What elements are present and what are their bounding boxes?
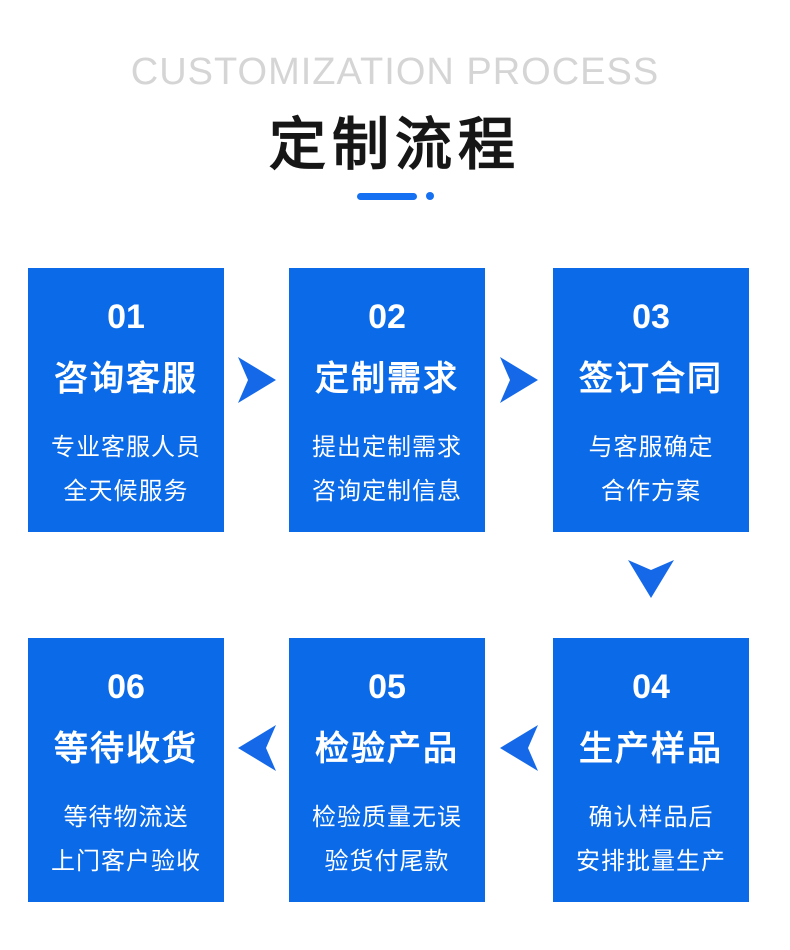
step-title: 咨询客服 — [54, 360, 198, 398]
step-description-line: 验货付尾款 — [324, 848, 450, 875]
step-number: 03 — [632, 298, 670, 336]
step-title: 生产样品 — [579, 730, 723, 768]
step-description: 专业客服人员 全天候服务 — [28, 426, 224, 514]
step-description-line: 提出定制需求 — [312, 434, 462, 461]
step-title: 检验产品 — [315, 730, 459, 768]
step-number: 02 — [368, 298, 406, 336]
step-card-4: 04 生产样品 确认样品后 安排批量生产 — [553, 638, 749, 902]
step-description-line: 等待物流送 — [63, 804, 189, 831]
step-card-2: 02 定制需求 提出定制需求 咨询定制信息 — [289, 268, 485, 532]
section-title-en: CUSTOMIZATION PROCESS — [130, 51, 660, 93]
step-description-line: 合作方案 — [601, 478, 701, 505]
step-card-3: 03 签订合同 与客服确定 合作方案 — [553, 268, 749, 532]
step-number: 05 — [368, 668, 406, 706]
step-description-line: 检验质量无误 — [312, 804, 462, 831]
step-description: 确认样品后 安排批量生产 — [553, 796, 749, 884]
step-number: 01 — [107, 298, 145, 336]
step-title: 定制需求 — [315, 360, 459, 398]
section-title-cn: 定制流程 — [269, 113, 521, 177]
step-description-line: 确认样品后 — [588, 804, 714, 831]
step-card-5: 05 检验产品 检验质量无误 验货付尾款 — [289, 638, 485, 902]
arrow-right-icon — [238, 357, 276, 403]
arrow-right-icon — [500, 357, 538, 403]
step-card-6: 06 等待收货 等待物流送 上门客户验收 — [28, 638, 224, 902]
title-divider — [0, 192, 790, 200]
arrow-down-icon — [628, 560, 674, 598]
step-description-line: 咨询定制信息 — [312, 478, 462, 505]
step-description-line: 全天候服务 — [63, 478, 189, 505]
step-description: 等待物流送 上门客户验收 — [28, 796, 224, 884]
step-card-1: 01 咨询客服 专业客服人员 全天候服务 — [28, 268, 224, 532]
step-description: 提出定制需求 咨询定制信息 — [289, 426, 485, 514]
step-title: 等待收货 — [54, 730, 198, 768]
step-description-line: 上门客户验收 — [51, 848, 201, 875]
arrow-left-icon — [238, 725, 276, 771]
arrow-left-icon — [500, 725, 538, 771]
divider-bar — [356, 192, 417, 200]
step-number: 06 — [107, 668, 145, 706]
step-description: 与客服确定 合作方案 — [553, 426, 749, 514]
step-description-line: 专业客服人员 — [51, 434, 201, 461]
step-title: 签订合同 — [579, 360, 723, 398]
step-description: 检验质量无误 验货付尾款 — [289, 796, 485, 884]
step-description-line: 与客服确定 — [588, 434, 714, 461]
step-description-line: 安排批量生产 — [576, 848, 726, 875]
divider-dot-icon — [425, 192, 434, 200]
step-number: 04 — [632, 668, 670, 706]
